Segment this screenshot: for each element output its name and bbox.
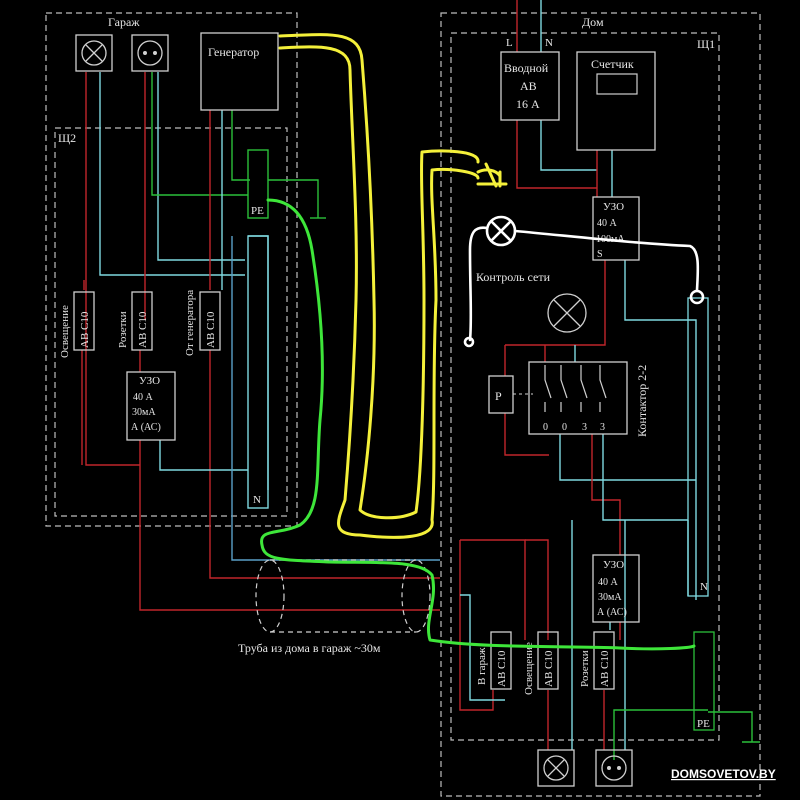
garage-breaker-generator: АВ С10 От генератора [184, 290, 221, 356]
svg-text:0: 0 [543, 422, 548, 433]
garage-breaker-sockets: АВ С10 Розетки [117, 291, 153, 351]
house-breaker-lighting: АВ С10 Освещение [523, 631, 559, 695]
house-n-bus: N [687, 297, 709, 597]
svg-text:А (АС): А (АС) [131, 422, 161, 433]
house-pe-label: PE [697, 718, 710, 730]
house-meter: Счетчик [576, 51, 656, 151]
garage-title: Гараж [108, 15, 140, 29]
svg-text:3: 3 [600, 422, 605, 433]
generator: Генератор [200, 32, 279, 111]
watermark: DOMSOVETOV.BY [671, 767, 776, 781]
contactor-label: Контактор 2-2 [635, 365, 649, 437]
svg-text:АВ С10: АВ С10 [543, 650, 555, 687]
contactor: 0 0 3 3 Контактор 2-2 [513, 361, 649, 437]
svg-text:УЗО: УЗО [603, 201, 624, 213]
house-breaker-sockets: АВ С10 Розетки [579, 631, 615, 690]
house-pe-bus: PE [693, 631, 715, 731]
house-lamp [537, 749, 575, 787]
svg-text:А (АС): А (АС) [597, 607, 627, 618]
svg-text:АВ: АВ [520, 79, 537, 93]
network-control-lamp [547, 293, 587, 333]
garage-wiring [81, 72, 440, 611]
garage-panel-frame [54, 127, 288, 517]
svg-text:16 А: 16 А [516, 97, 540, 111]
house-n-bus-label: N [700, 581, 708, 593]
svg-text:Розетки: Розетки [117, 311, 129, 348]
house-frame [440, 12, 761, 797]
svg-text:S: S [597, 249, 603, 260]
svg-text:40 А: 40 А [133, 392, 154, 403]
svg-text:АВ С10: АВ С10 [137, 311, 149, 348]
generator-label: Генератор [208, 45, 259, 59]
hand-drawn-white-control [463, 215, 705, 348]
svg-text:Освещение: Освещение [523, 642, 535, 695]
garage-lamp [75, 34, 113, 72]
garage-frame [45, 12, 298, 527]
svg-text:УЗО: УЗО [603, 559, 624, 571]
house-input-breaker: Вводной АВ 16 А [500, 51, 560, 121]
house-panel-title: Щ1 [697, 37, 715, 51]
pipe: Труба из дома в гараж ~30м [238, 559, 431, 655]
svg-text:40 А: 40 А [598, 577, 619, 588]
svg-text:Р: Р [495, 389, 502, 403]
house-panel-frame [450, 32, 720, 741]
svg-text:Счетчик: Счетчик [591, 57, 634, 71]
house-n-label: N [545, 37, 553, 49]
relay-coil: Р [488, 375, 514, 414]
svg-text:30мА: 30мА [598, 592, 622, 603]
svg-text:Освещение: Освещение [59, 305, 71, 358]
svg-text:АВ С10: АВ С10 [496, 650, 508, 687]
house-wiring [459, 0, 760, 760]
house-rcd-out: УЗО 40 А 30мА А (АС) [592, 554, 640, 623]
house-title: Дом [582, 15, 604, 29]
house-socket [595, 749, 633, 787]
svg-text:АВ С10: АВ С10 [79, 311, 91, 348]
garage-pe-label: PE [251, 205, 264, 217]
garage-panel-title: Щ2 [58, 131, 76, 145]
garage-breaker-lighting: АВ С10 Освещение [59, 291, 95, 358]
network-control-label: Контроль сети [476, 270, 551, 284]
hand-drawn-yellow-cable [278, 33, 508, 539]
svg-text:40 А: 40 А [597, 218, 618, 229]
svg-text:Розетки: Розетки [579, 650, 591, 687]
svg-text:От генератора: От генератора [184, 290, 196, 356]
svg-text:УЗО: УЗО [139, 375, 160, 387]
garage-socket [131, 34, 169, 72]
svg-text:АВ С10: АВ С10 [205, 311, 217, 348]
garage-rcd: УЗО 40 А 30мА А (АС) [126, 371, 176, 441]
svg-text:30мА: 30мА [132, 407, 156, 418]
svg-text:АВ С10: АВ С10 [599, 650, 611, 687]
garage-pe-bus: PE [247, 149, 269, 219]
hand-drawn-green-cable [260, 198, 696, 651]
svg-text:3: 3 [582, 422, 587, 433]
house-rcd-main: УЗО 40 А 100мА S [592, 196, 640, 261]
svg-text:0: 0 [562, 422, 567, 433]
svg-text:В гараж: В гараж [476, 647, 488, 685]
pipe-label: Труба из дома в гараж ~30м [238, 641, 381, 655]
svg-text:Вводной: Вводной [504, 61, 549, 75]
garage-n-label: N [253, 494, 261, 506]
garage-n-bus: N [247, 235, 269, 509]
house-l-label: L [506, 37, 513, 49]
house-breaker-garage: АВ С10 В гараж [476, 631, 512, 690]
